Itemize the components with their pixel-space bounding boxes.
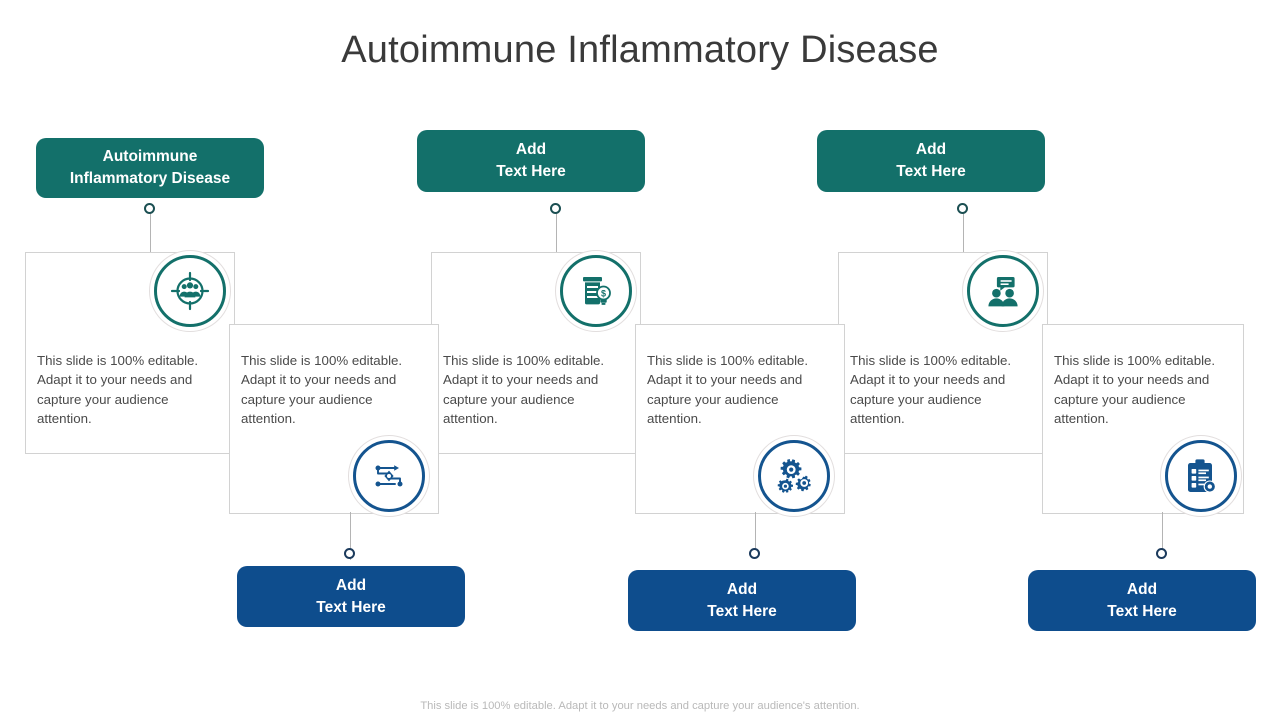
top-pill-3-label: Add Text Here — [896, 141, 966, 180]
top-connector-line-2 — [556, 210, 557, 290]
bottom-connector-line-2 — [755, 512, 756, 556]
funding-jar-idea-icon: $ — [576, 271, 616, 311]
top-connector-line-3 — [963, 210, 964, 290]
bottom-connector-ring-2 — [749, 548, 760, 559]
top-icon-badge-1[interactable] — [149, 250, 231, 332]
target-audience-icon — [170, 271, 210, 311]
badge-inner-ring — [154, 255, 226, 327]
bottom-card-2-text: This slide is 100% editable. Adapt it to… — [647, 353, 809, 427]
top-connector-ring-3 — [957, 203, 968, 214]
bottom-pill-3[interactable]: Add Text Here — [1028, 570, 1256, 631]
bottom-card-1-text: This slide is 100% editable. Adapt it to… — [241, 353, 403, 427]
top-connector-ring-2 — [550, 203, 561, 214]
bottom-icon-badge-2[interactable] — [753, 435, 835, 517]
top-pill-3[interactable]: Add Text Here — [817, 130, 1045, 192]
top-icon-badge-3[interactable] — [962, 250, 1044, 332]
bottom-icon-badge-3[interactable] — [1160, 435, 1242, 517]
bottom-pill-3-label: Add Text Here — [1107, 580, 1177, 620]
gears-settings-icon — [774, 456, 814, 496]
top-pill-2[interactable]: Add Text Here — [417, 130, 645, 192]
bottom-card-3: This slide is 100% editable. Adapt it to… — [1042, 324, 1244, 514]
bottom-pill-2-label: Add Text Here — [707, 580, 777, 620]
top-connector-line-1 — [150, 210, 151, 290]
bottom-pill-1[interactable]: Add Text Here — [237, 566, 465, 627]
bottom-card-3-text: This slide is 100% editable. Adapt it to… — [1054, 353, 1216, 427]
bottom-connector-ring-1 — [344, 548, 355, 559]
top-card-1-text: This slide is 100% editable. Adapt it to… — [37, 353, 199, 427]
top-connector-ring-1 — [144, 203, 155, 214]
slide-footer: This slide is 100% editable. Adapt it to… — [420, 700, 860, 712]
bottom-connector-ring-3 — [1156, 548, 1167, 559]
bottom-icon-badge-1[interactable] — [348, 435, 430, 517]
top-pill-1[interactable]: Autoimmune Inflammatory Disease — [36, 138, 264, 198]
svg-text:$: $ — [601, 289, 606, 299]
bottom-connector-line-3 — [1162, 512, 1163, 556]
top-pill-1-label: Autoimmune Inflammatory Disease — [69, 148, 231, 187]
bottom-card-1: This slide is 100% editable. Adapt it to… — [229, 324, 439, 514]
bottom-pill-1-label: Add Text Here — [316, 576, 386, 616]
clipboard-checklist-gear-icon — [1181, 456, 1221, 496]
top-card-3-text: This slide is 100% editable. Adapt it to… — [850, 353, 1012, 427]
page-title: Autoimmune Inflammatory Disease — [341, 29, 939, 71]
bottom-pill-2[interactable]: Add Text Here — [628, 570, 856, 631]
top-pill-2-label: Add Text Here — [496, 141, 566, 180]
bottom-connector-line-1 — [350, 512, 351, 560]
top-icon-badge-2[interactable]: $ — [555, 250, 637, 332]
top-card-2-text: This slide is 100% editable. Adapt it to… — [443, 353, 605, 427]
people-discussion-icon — [983, 271, 1023, 311]
workflow-process-icon — [369, 456, 409, 496]
badge-inner-ring — [967, 255, 1039, 327]
